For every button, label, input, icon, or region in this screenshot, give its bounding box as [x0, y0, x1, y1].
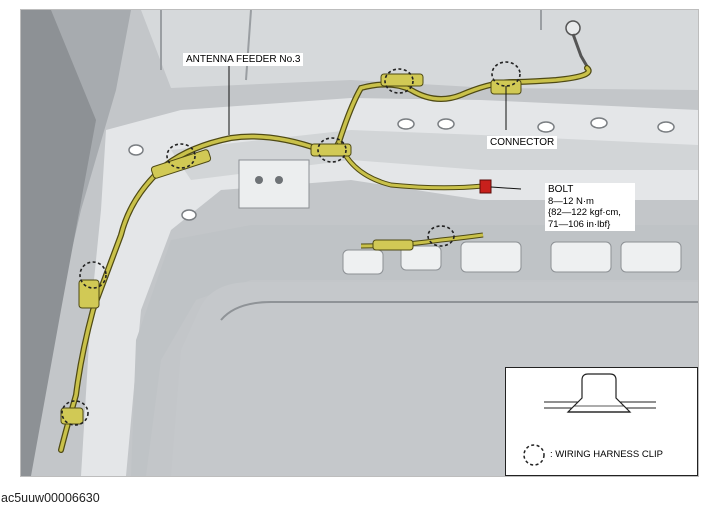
- legend-clip-symbol: [523, 444, 545, 466]
- legend-clip-text: : WIRING HARNESS CLIP: [550, 449, 663, 460]
- bolt-torque-nm: 8—12 N·m: [548, 195, 594, 207]
- bolt-title: BOLT: [548, 184, 574, 195]
- legend-panel: : WIRING HARNESS CLIP: [505, 367, 698, 476]
- wiring-harness-clip-markers: [61, 61, 521, 426]
- roof-harness-illustration: ANTENNA FEEDER No.3 CONNECTOR BOLT 8—12 …: [20, 9, 699, 477]
- bolt-torque-inlbf: 71—106 in·lbf}: [548, 218, 611, 230]
- bolt-marker: [479, 179, 492, 194]
- bolt-torque-kgf: {82—122 kgf·cm,: [548, 207, 621, 218]
- antenna-feeder-label: ANTENNA FEEDER No.3: [183, 53, 304, 66]
- clip-detail-drawing: [523, 373, 656, 466]
- figure-id-caption: ac5uuw00006630: [1, 491, 100, 505]
- vehicle-roof-drawing: [21, 10, 698, 476]
- bolt-torque-label: BOLT 8—12 N·m {82—122 kgf·cm, 71—106 in·…: [545, 183, 635, 231]
- connector-label: CONNECTOR: [487, 136, 558, 149]
